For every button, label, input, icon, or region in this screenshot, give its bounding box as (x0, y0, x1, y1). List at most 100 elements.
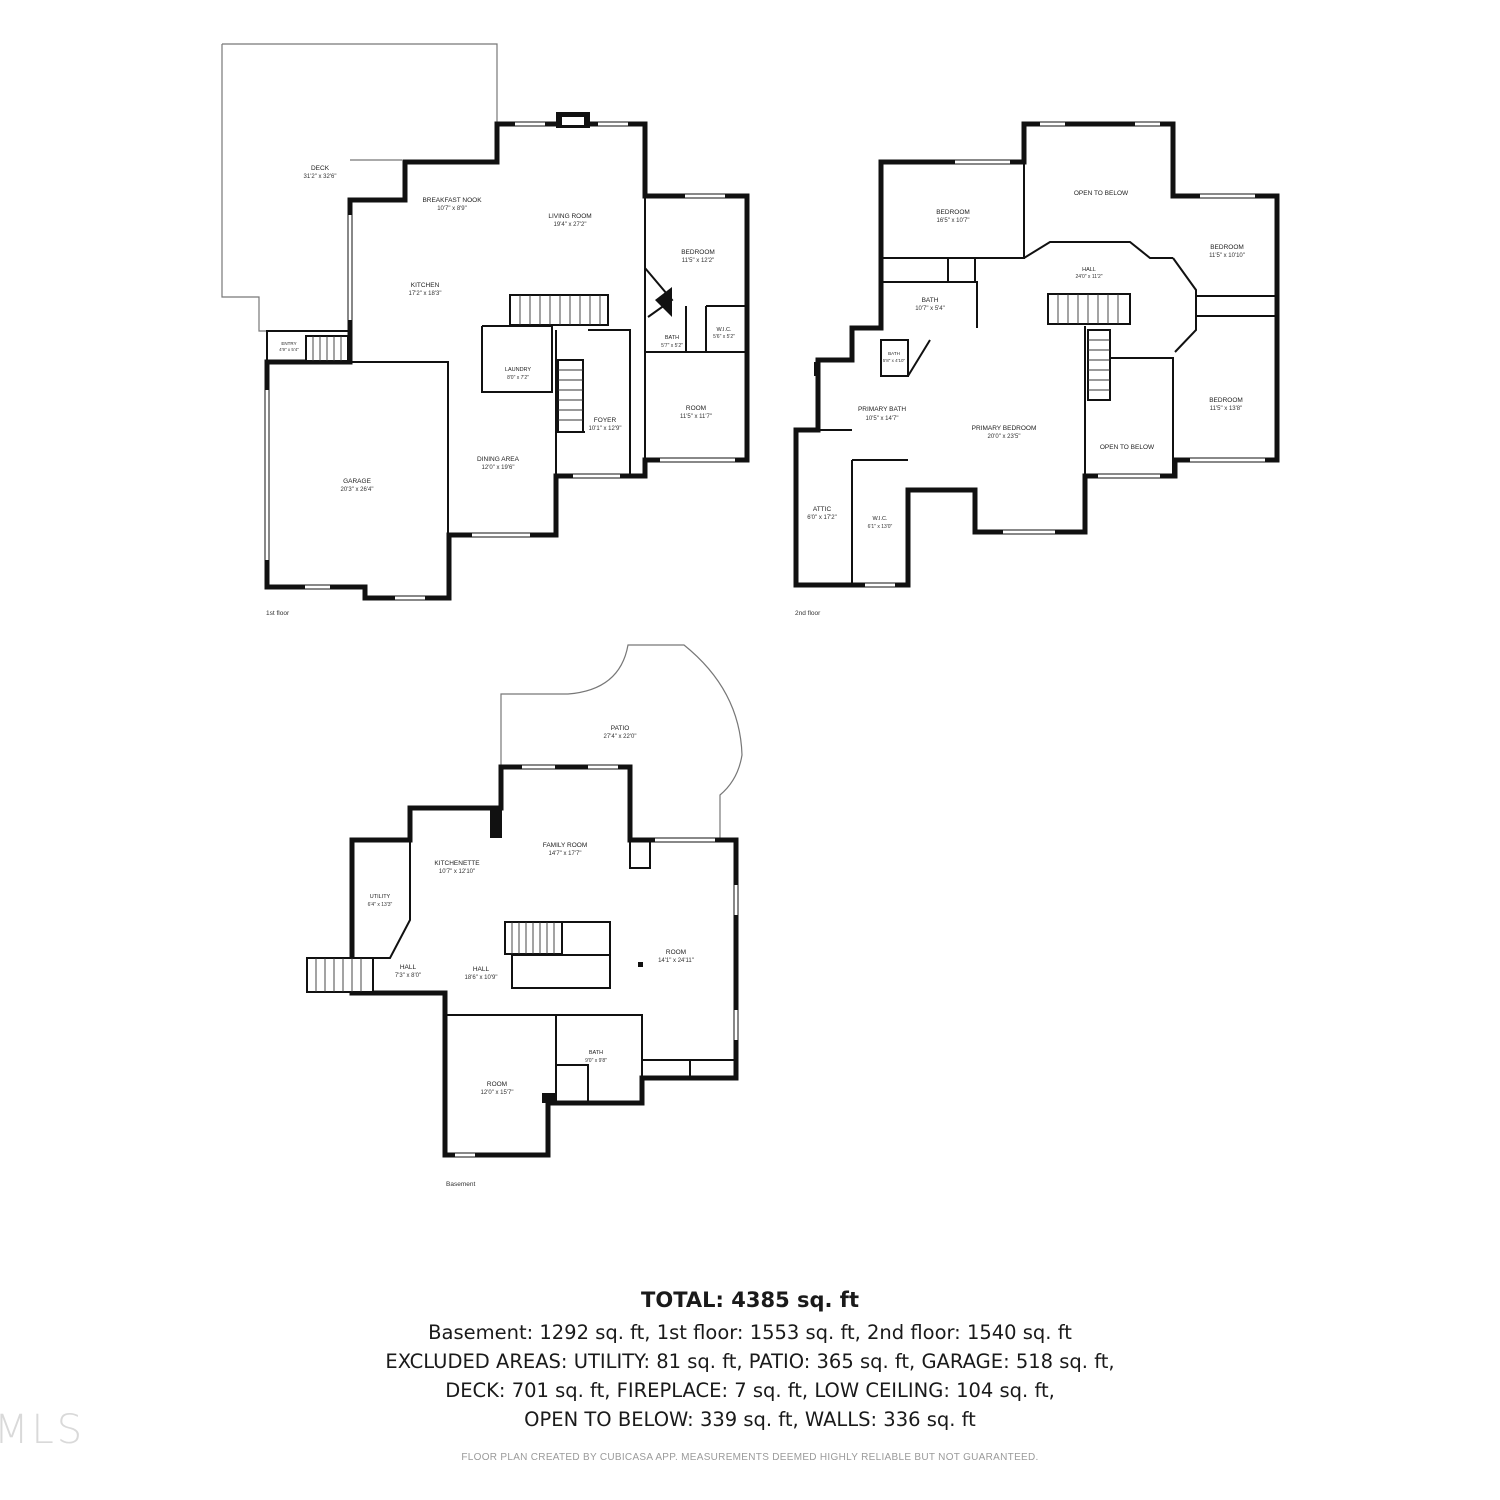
room-label-laundry: LAUNDRY (505, 367, 532, 373)
room-dims-bath: 10'7" x 5'4" (915, 306, 945, 312)
room-label-living-room: LIVING ROOM (548, 213, 591, 220)
floor-label-second: 2nd floor (795, 610, 821, 617)
room-label-hall-west: HALL (400, 964, 417, 971)
deck-outline (221, 43, 498, 332)
room-label-bath-small: BATH (888, 351, 900, 356)
room-label-bedroom: BEDROOM (681, 249, 715, 256)
room-label-room: ROOM (686, 405, 706, 412)
room-dims-garage: 20'3" x 26'4" (341, 487, 374, 493)
basement-stairs-exterior (306, 957, 374, 993)
room-label-kitchen: KITCHEN (411, 282, 440, 289)
room-label-wic: W.I.C. (873, 516, 888, 522)
room-dims-room-south: 12'0" x 15'7" (481, 1090, 514, 1096)
room-label-open-to-below-b: OPEN TO BELOW (1100, 444, 1155, 451)
room-dims-bedroom-c: 11'5" x 13'8" (1210, 406, 1242, 412)
room-label-bedroom-b: BEDROOM (1210, 244, 1244, 251)
room-label-garage: GARAGE (343, 478, 371, 485)
room-label-breakfast-nook: BREAKFAST NOOK (422, 197, 482, 204)
room-label-hall: HALL (1082, 267, 1096, 273)
room-dims-entry: 4'9" x 5'4" (279, 347, 299, 352)
chimney-chase (655, 287, 672, 317)
room-dims-room: 11'5" x 11'7" (680, 414, 712, 420)
room-label-primary-bath: PRIMARY BATH (858, 406, 906, 413)
room-dims-bath-small: 5'8" x 4'10" (883, 358, 906, 363)
excluded-areas-line-1: EXCLUDED AREAS: UTILITY: 81 sq. ft, PATI… (385, 1350, 1115, 1373)
room-label-utility: UTILITY (370, 894, 391, 900)
floor-label-first: 1st floor (266, 610, 290, 617)
room-dims-utility: 6'4" x 13'3" (368, 902, 393, 908)
basement-post (638, 962, 643, 967)
first-floor-stairs-entry (305, 335, 349, 362)
room-label-bedroom-a: BEDROOM (936, 209, 970, 216)
room-dims-deck: 31'2" x 32'6" (304, 174, 337, 180)
first-floor-stairs-upper (509, 294, 609, 326)
second-floor-stairs (1047, 293, 1131, 325)
first-floor-plan: DECK 31'2" x 32'6" BREAKFAST NOOK 10'7" … (221, 43, 750, 617)
patio-outline (500, 644, 743, 840)
room-label-family-room: FAMILY ROOM (543, 842, 588, 849)
basement-stub-wall (542, 1093, 556, 1103)
first-floor-stairs-foyer (557, 359, 584, 433)
second-floor-exterior-wall (793, 121, 1280, 588)
room-label-attic: ATTIC (813, 506, 832, 513)
room-dims-laundry: 8'0" x 7'2" (507, 375, 529, 381)
room-label-room-east: ROOM (666, 949, 686, 956)
hvac-chase (814, 362, 820, 376)
room-dims-breakfast-nook: 10'7" x 8'9" (437, 206, 467, 212)
room-dims-wic: 6'1" x 13'0" (868, 524, 893, 530)
room-dims-dining-area: 12'0" x 19'6" (482, 465, 515, 471)
room-label-foyer: FOYER (594, 417, 617, 424)
room-dims-living-room: 19'4" x 27'2" (554, 222, 587, 228)
room-label-wic: W.I.C. (717, 327, 732, 333)
room-dims-primary-bedroom: 20'0" x 23'5" (988, 434, 1021, 440)
total-area: TOTAL: 4385 sq. ft (641, 1288, 859, 1312)
room-label-bath: BATH (665, 335, 679, 341)
floor-label-basement: Basement (446, 1181, 475, 1188)
room-dims-bedroom-a: 16'5" x 10'7" (937, 218, 970, 224)
room-label-primary-bedroom: PRIMARY BEDROOM (972, 425, 1037, 432)
room-dims-hall-west: 7'3" x 8'0" (395, 973, 421, 979)
room-dims-foyer: 10'1" x 12'9" (589, 426, 622, 432)
room-dims-family-room: 14'7" x 17'7" (549, 851, 582, 857)
first-floor-exterior-wall (264, 121, 750, 601)
basement-interior-walls (352, 840, 736, 1103)
second-floor-stairs-down (1087, 329, 1111, 401)
room-label-bath: BATH (589, 1050, 603, 1056)
room-label-deck: DECK (311, 165, 330, 172)
floor-area-breakdown: Basement: 1292 sq. ft, 1st floor: 1553 s… (428, 1321, 1072, 1344)
room-dims-patio: 27'4" x 22'0" (604, 734, 637, 740)
room-dims-bedroom: 11'5" x 12'2" (682, 258, 714, 264)
room-label-bath: BATH (922, 297, 939, 304)
room-label-bedroom-c: BEDROOM (1209, 397, 1243, 404)
room-dims-bedroom-b: 11'5" x 10'10" (1209, 253, 1245, 259)
basement-plan: PATIO 27'4" x 22'0" FAMILY ROOM 14'7" x … (306, 644, 743, 1188)
room-label-room-south: ROOM (487, 1081, 507, 1088)
room-dims-room-east: 14'1" x 24'11" (658, 958, 694, 964)
room-dims-hall: 24'0" x 11'2" (1075, 274, 1102, 280)
room-dims-hall-center: 18'6" x 10'9" (465, 975, 498, 981)
room-dims-kitchen: 17'2" x 18'3" (409, 291, 442, 297)
room-label-patio: PATIO (611, 725, 630, 732)
room-dims-primary-bath: 10'5" x 14'7" (866, 416, 899, 422)
room-label-dining-area: DINING AREA (477, 456, 520, 463)
second-floor-plan: BEDROOM 16'5" x 10'7" OPEN TO BELOW BEDR… (793, 121, 1280, 617)
basement-stairs-up (504, 921, 563, 955)
room-dims-bath: 5'7" x 5'2" (661, 343, 683, 349)
excluded-areas-line-2: DECK: 701 sq. ft, FIREPLACE: 7 sq. ft, L… (445, 1379, 1055, 1402)
disclaimer-footer: FLOOR PLAN CREATED BY CUBICASA APP. MEAS… (461, 1452, 1039, 1463)
excluded-areas-line-3: OPEN TO BELOW: 339 sq. ft, WALLS: 336 sq… (524, 1408, 976, 1431)
room-dims-attic: 6'0" x 17'2" (807, 515, 837, 521)
room-label-hall-center: HALL (473, 966, 490, 973)
room-label-open-to-below-a: OPEN TO BELOW (1074, 190, 1129, 197)
first-floor-interior-walls (266, 196, 747, 535)
fireplace-hearth (562, 117, 584, 125)
room-label-entry: ENTRY (281, 341, 296, 346)
mls-watermark: MLS (0, 1407, 86, 1453)
basement-column (490, 808, 502, 838)
room-dims-kitchenette: 10'7" x 12'10" (439, 869, 475, 875)
room-dims-wic: 5'6" x 5'2" (713, 334, 735, 340)
room-dims-bath: 9'0" x 9'8" (585, 1058, 607, 1064)
second-floor-interior-walls (818, 162, 1277, 585)
room-label-kitchenette: KITCHENETTE (434, 860, 480, 867)
